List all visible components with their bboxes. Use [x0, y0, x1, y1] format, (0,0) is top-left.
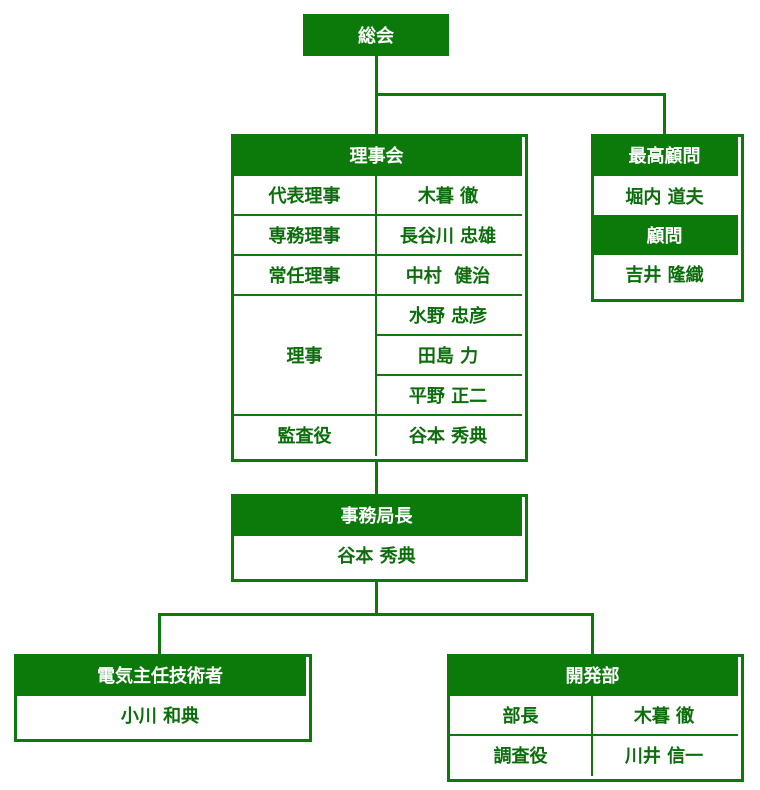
denki-header: 電気主任技術者 [14, 654, 306, 696]
sokai-box: 総会 [303, 14, 449, 56]
sokai-label: 総会 [358, 26, 394, 47]
name-label: 水野 忠彦 [408, 306, 488, 327]
connector-jimukyoku-down [375, 575, 378, 615]
rijikai-role: 代表理事 [234, 176, 375, 214]
connector-to-saiko-komon [663, 93, 666, 135]
rijikai-divider [376, 374, 522, 376]
kaihatsu-role: 部長 [450, 696, 591, 734]
rijikai-divider [231, 214, 522, 216]
connector-to-rijikai [375, 93, 378, 135]
connector-sokai-down [375, 56, 378, 96]
jimukyokucho-header: 事務局長 [231, 494, 522, 536]
rijikai-name: 田島 力 [377, 336, 519, 374]
name-label: 谷本 秀典 [408, 425, 488, 447]
rijikai-role: 監査役 [234, 416, 375, 453]
kaihatsu-header: 開発部 [447, 654, 738, 696]
name-label: 堀内 道夫 [625, 186, 704, 208]
connector-to-denki [158, 613, 161, 655]
rijikai-name: 平野 正二 [377, 376, 519, 414]
jimukyokucho-name: 谷本 秀典 [234, 536, 519, 573]
connector-to-kaihatsu [591, 613, 594, 655]
rijikai-role: 常任理事 [234, 256, 375, 294]
kaihatsu-divider [447, 734, 738, 736]
kaihatsu-title: 開発部 [565, 666, 620, 687]
komon-header: 顧問 [591, 215, 738, 255]
name-label: 長谷川 忠雄 [399, 226, 497, 247]
rijikai-header: 理事会 [231, 134, 522, 176]
rijikai-title: 理事会 [349, 146, 404, 167]
role-label: 部長 [502, 706, 539, 727]
name-label: 木暮 徹 [633, 706, 695, 727]
rijikai-divider [231, 414, 522, 416]
connector-sokai-branch [375, 93, 666, 96]
name-label: 小川 和典 [120, 705, 200, 727]
role-label: 専務理事 [268, 226, 341, 247]
saiko-komon-header: 最高顧問 [591, 134, 738, 176]
name-label: 谷本 秀典 [337, 545, 416, 567]
rijikai-name: 中村 健治 [377, 256, 519, 294]
rijikai-name: 木暮 徹 [377, 176, 519, 214]
name-label: 中村 健治 [405, 266, 491, 287]
denki-name: 小川 和典 [17, 696, 303, 733]
rijikai-name: 長谷川 忠雄 [377, 216, 519, 254]
rijikai-name: 水野 忠彦 [377, 296, 519, 334]
rijikai-divider [376, 334, 522, 336]
komon-title: 顧問 [646, 226, 683, 247]
rijikai-role: 理事 [234, 296, 375, 414]
jimukyokucho-title: 事務局長 [340, 506, 413, 527]
name-label: 平野 正二 [408, 386, 488, 407]
kaihatsu-name: 川井 信一 [593, 736, 735, 773]
kaihatsu-name: 木暮 徹 [593, 696, 735, 734]
komon-name: 吉井 隆織 [594, 255, 735, 293]
rijikai-role: 専務理事 [234, 216, 375, 254]
role-label: 監査役 [277, 425, 332, 447]
rijikai-name: 谷本 秀典 [377, 416, 519, 453]
saiko-komon-name: 堀内 道夫 [594, 176, 735, 215]
kaihatsu-divider-vertical [591, 696, 593, 776]
denki-title: 電気主任技術者 [97, 666, 223, 687]
kaihatsu-role: 調査役 [450, 736, 591, 773]
saiko-komon-title: 最高顧問 [628, 146, 701, 167]
role-label: 代表理事 [268, 186, 341, 207]
rijikai-divider-vertical [375, 176, 377, 456]
connector-rijikai-to-jimukyoku [375, 455, 378, 495]
role-label: 常任理事 [268, 266, 341, 287]
rijikai-divider [231, 294, 522, 296]
connector-lower-branch [158, 613, 594, 616]
name-label: 木暮 徹 [417, 186, 479, 207]
rijikai-divider [231, 254, 522, 256]
name-label: 川井 信一 [624, 745, 704, 767]
name-label: 吉井 隆織 [625, 265, 704, 286]
role-label: 理事 [286, 346, 323, 367]
role-label: 調査役 [493, 745, 548, 767]
name-label: 田島 力 [417, 346, 479, 367]
